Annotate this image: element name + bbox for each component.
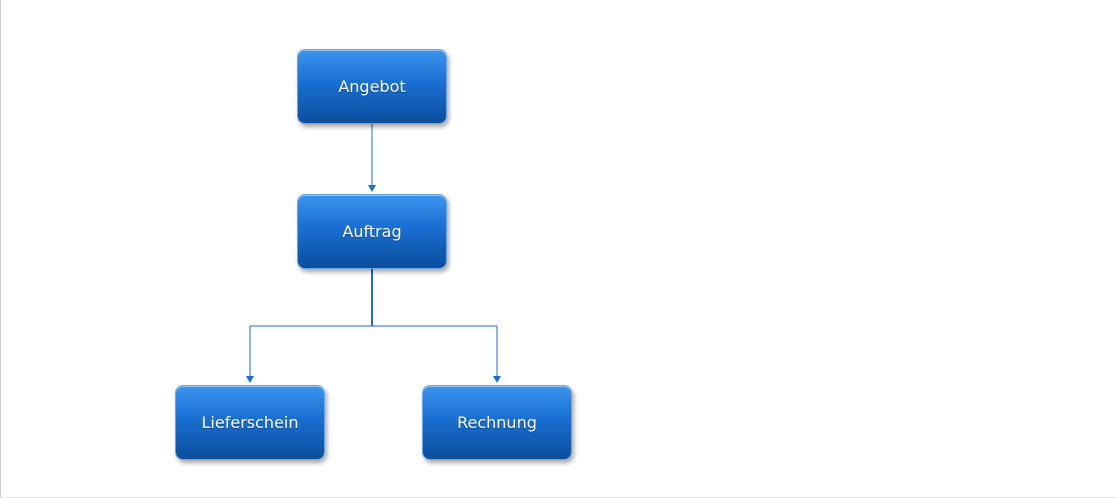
node-label-rechnung: Rechnung [457, 413, 537, 432]
node-label-lieferschein: Lieferschein [201, 413, 299, 432]
node-lieferschein[interactable]: Lieferschein [175, 385, 325, 460]
edge-rechnung-arrow [493, 376, 501, 383]
edge-lieferschein-arrow [246, 376, 254, 383]
node-label-angebot: Angebot [338, 77, 406, 96]
canvas-left-border [0, 0, 1, 498]
node-auftrag[interactable]: Auftrag [297, 194, 447, 269]
node-label-auftrag: Auftrag [342, 222, 402, 241]
node-angebot[interactable]: Angebot [297, 49, 447, 124]
node-rechnung[interactable]: Rechnung [422, 385, 572, 460]
edge-auftrag-arrow [368, 185, 376, 192]
